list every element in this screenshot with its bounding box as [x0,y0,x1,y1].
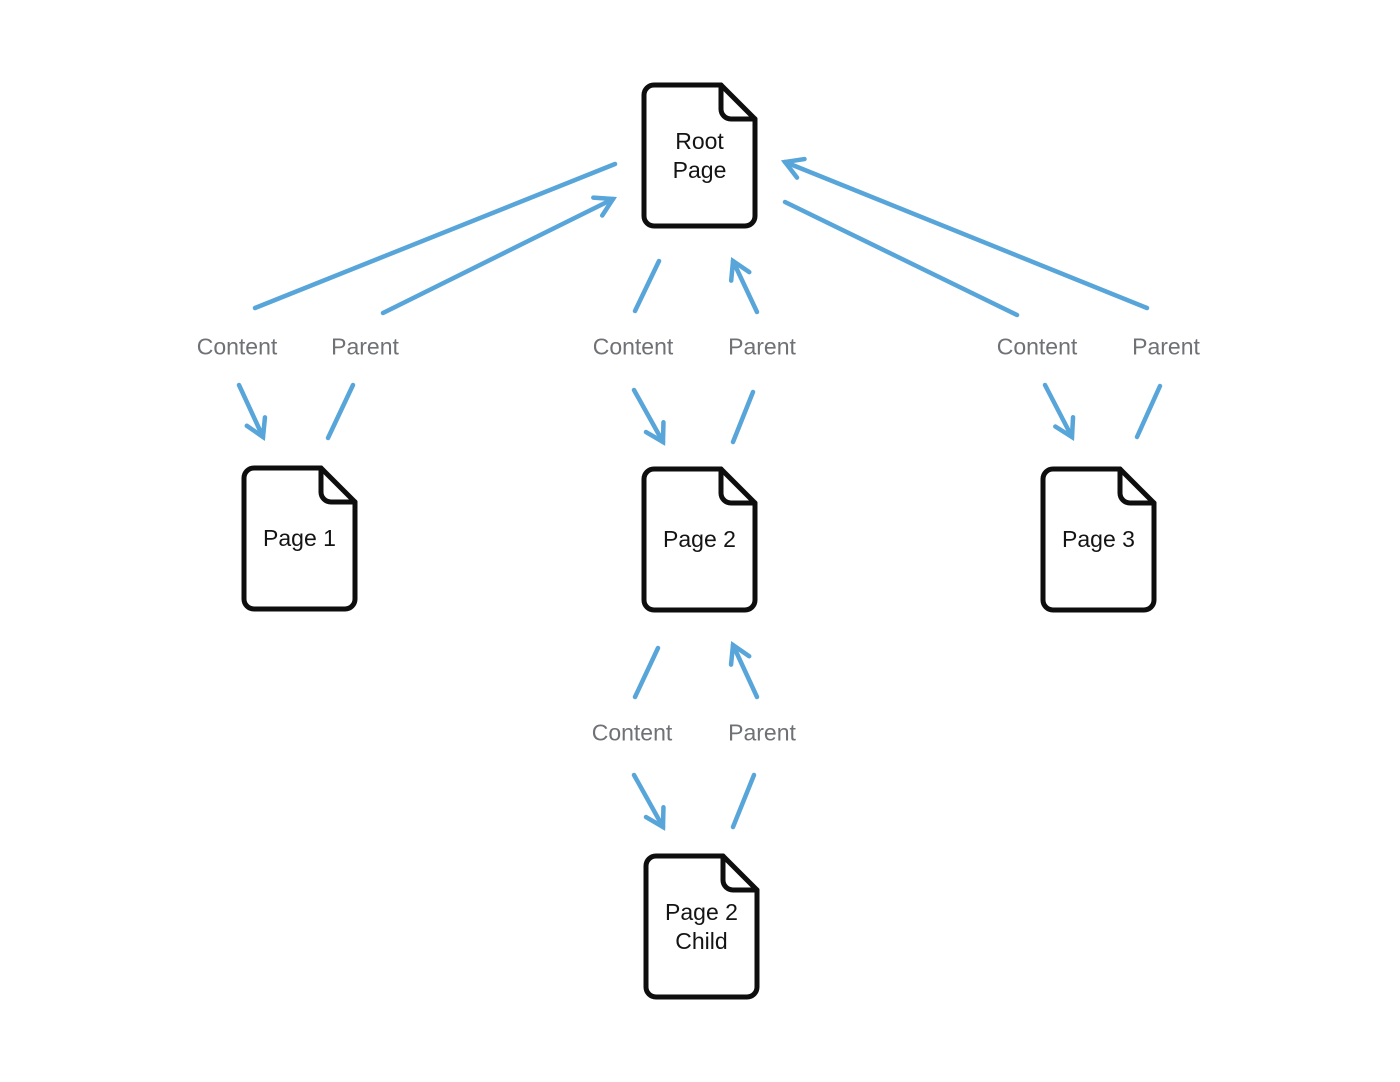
arrow-page1-root-parent-upper [380,195,617,316]
arrow-root-page3-content-upper [782,199,1020,318]
arrow-root-page2-content-upper [632,258,662,314]
document-icon [641,82,758,229]
arrow-root-page1-content-upper [252,161,618,311]
edge-label-content-root-page3: Content [996,333,1078,360]
arrow-root-page1-content-lower [236,382,268,442]
arrow-page1-root-parent-lower [325,382,356,441]
node-page2: Page 2 [641,466,758,613]
arrow-page2-child-content-upper [632,645,661,700]
arrow-page2-root-parent-upper [728,256,760,315]
arrow-page2-root-parent-lower [730,389,756,445]
arrow-root-page3-content-lower [1042,382,1076,441]
document-icon [643,853,760,1000]
arrow-child-page2-parent-lower [730,772,757,830]
node-label-page2: Page 2 [663,526,736,552]
edge-label-content-root-page1: Content [196,333,278,360]
node-page3: Page 3 [1040,466,1157,613]
edge-label-content-page2-child: Content [591,719,673,746]
arrow-root-page2-content-lower [631,387,666,446]
arrow-page2-child-content-lower [631,772,666,831]
document-icon [241,465,358,612]
edge-label-parent-page2-child: Parent [728,719,796,746]
node-page1: Page 1 [241,465,358,612]
node-label-root-page: Root Page [672,127,727,183]
edge-label-content-root-page2: Content [592,333,674,360]
node-page2-child: Page 2 Child [643,853,760,1000]
node-label-page3: Page 3 [1062,526,1135,552]
arrow-child-page2-parent-upper [728,640,760,700]
node-label-page2-child: Page 2 Child [665,898,738,954]
document-icon [1040,466,1157,613]
node-label-page1: Page 1 [263,525,336,551]
node-root-page: Root Page [641,82,758,229]
edge-label-parent-root-page1: Parent [331,333,399,360]
edge-label-parent-root-page2: Parent [728,333,796,360]
document-icon [641,466,758,613]
arrow-page3-root-parent-upper [780,156,1150,311]
arrow-page3-root-parent-lower [1134,383,1163,440]
edge-label-parent-root-page3: Parent [1132,333,1200,360]
